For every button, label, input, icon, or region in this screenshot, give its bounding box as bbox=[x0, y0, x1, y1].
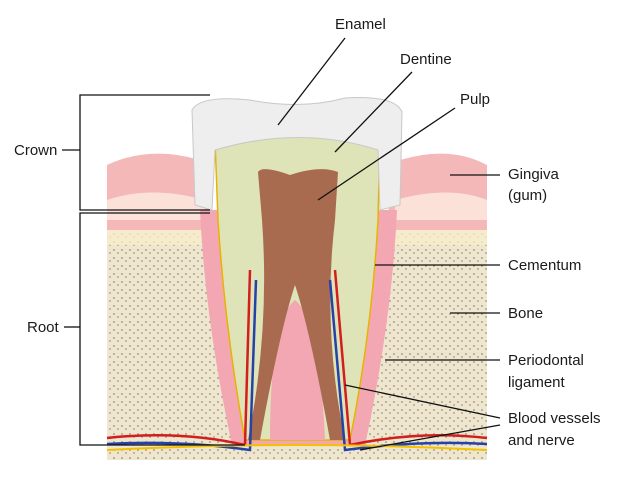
label-dentine: Dentine bbox=[400, 51, 452, 68]
vein bbox=[106, 279, 488, 452]
brackets bbox=[62, 37, 501, 451]
label-pulp: Pulp bbox=[460, 91, 491, 108]
nerve bbox=[106, 444, 488, 451]
label-bone: Bone bbox=[508, 305, 544, 322]
label-cementum: Cementum bbox=[508, 257, 582, 274]
pulp bbox=[248, 169, 345, 440]
label-root: Root bbox=[27, 319, 59, 336]
label-and-nerve: and nerve bbox=[508, 432, 575, 449]
label-gingiva: Gingiva bbox=[508, 166, 559, 183]
label-periodontal: Periodontal bbox=[508, 352, 584, 369]
enamel bbox=[191, 97, 403, 211]
artery bbox=[106, 269, 488, 447]
label-crown: Crown bbox=[14, 142, 58, 159]
label-blood-vessels: Blood vessels bbox=[508, 410, 601, 427]
label-gum: (gum) bbox=[508, 187, 548, 204]
label-ligament: ligament bbox=[508, 374, 565, 391]
label-enamel: Enamel bbox=[335, 16, 386, 33]
